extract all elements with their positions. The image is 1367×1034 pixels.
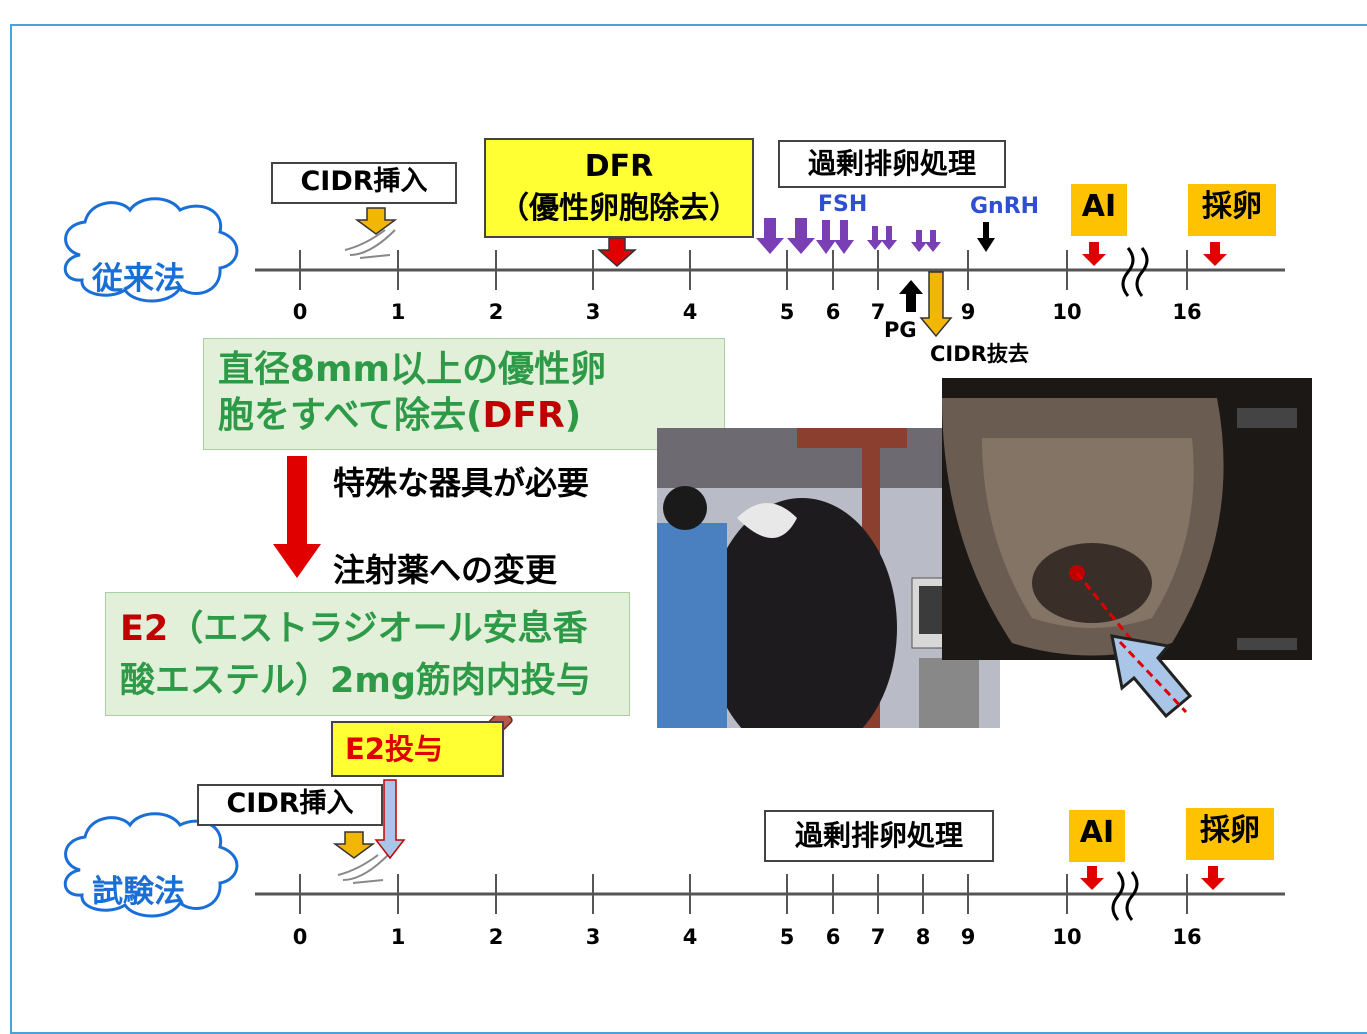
cidr-insert-label-bottom: CIDR挿入 (197, 784, 383, 826)
dfr-highlight: DFR (482, 395, 565, 436)
ai-label-bottom: AI (1069, 810, 1125, 862)
e2-highlight: E2 (120, 609, 169, 649)
tick-bottom-8: 8 (915, 925, 931, 949)
tick-bottom-4: 4 (682, 925, 698, 949)
tick-bottom-1: 1 (390, 925, 406, 949)
tick-bottom-3: 3 (585, 925, 601, 949)
tick-top-16: 16 (1172, 300, 1202, 324)
tick-top-0: 0 (292, 300, 308, 324)
tick-top-6: 6 (825, 300, 841, 324)
tick-top-7: 7 (870, 300, 886, 324)
e2-explanation-line2: 酸エステル）2mg筋肉内投与 (120, 661, 591, 701)
test-method-label: 試験法 (92, 874, 185, 910)
pg-label: PG (884, 318, 917, 342)
tick-top-1: 1 (390, 300, 406, 324)
e2-explanation-line1: E2（エストラジオール安息香 (120, 609, 588, 649)
change-to-injection-text: 注射薬への変更 (333, 551, 558, 589)
dfr-title: DFR (584, 149, 654, 184)
cidr-insert-label-top: CIDR挿入 (271, 162, 457, 204)
tick-top-5: 5 (779, 300, 795, 324)
tick-bottom-5: 5 (779, 925, 795, 949)
tick-bottom-0: 0 (292, 925, 308, 949)
tick-top-10: 10 (1052, 300, 1082, 324)
tick-bottom-2: 2 (488, 925, 504, 949)
e2-admin-label: E2投与 (331, 721, 504, 777)
conventional-method-label: 従来法 (92, 261, 185, 297)
tick-top-9: 9 (960, 300, 976, 324)
dfr-label: DFR （優性卵胞除去） (484, 138, 754, 238)
tick-bottom-6: 6 (825, 925, 841, 949)
dfr-explanation-box: 直径8mm以上の優性卵 胞をすべて除去(DFR) (203, 338, 725, 450)
tick-top-3: 3 (585, 300, 601, 324)
tick-bottom-9: 9 (960, 925, 976, 949)
e2-explanation-box: E2（エストラジオール安息香 酸エステル）2mg筋肉内投与 (105, 592, 630, 716)
ultrasound-image (942, 378, 1312, 660)
ai-label-top: AI (1071, 184, 1127, 236)
fsh-label: FSH (818, 192, 868, 217)
special-equipment-text: 特殊な器具が必要 (333, 464, 590, 502)
egg-collection-label-top: 採卵 (1188, 184, 1276, 236)
tick-bottom-10: 10 (1052, 925, 1082, 949)
egg-collection-label-bottom: 採卵 (1186, 808, 1274, 860)
cidr-removal-label: CIDR抜去 (930, 342, 1029, 366)
tick-top-4: 4 (682, 300, 698, 324)
tick-top-2: 2 (488, 300, 504, 324)
gnrh-label: GnRH (970, 194, 1040, 219)
dfr-explanation-line2: 胞をすべて除去(DFR) (218, 395, 582, 436)
tick-bottom-16: 16 (1172, 925, 1202, 949)
superovulation-label-bottom: 過剰排卵処理 (764, 810, 994, 862)
tick-bottom-7: 7 (870, 925, 886, 949)
superovulation-label-top: 過剰排卵処理 (778, 140, 1006, 188)
dfr-explanation-line1: 直径8mm以上の優性卵 (218, 349, 607, 390)
dfr-subtitle: （優性卵胞除去） (499, 191, 739, 226)
